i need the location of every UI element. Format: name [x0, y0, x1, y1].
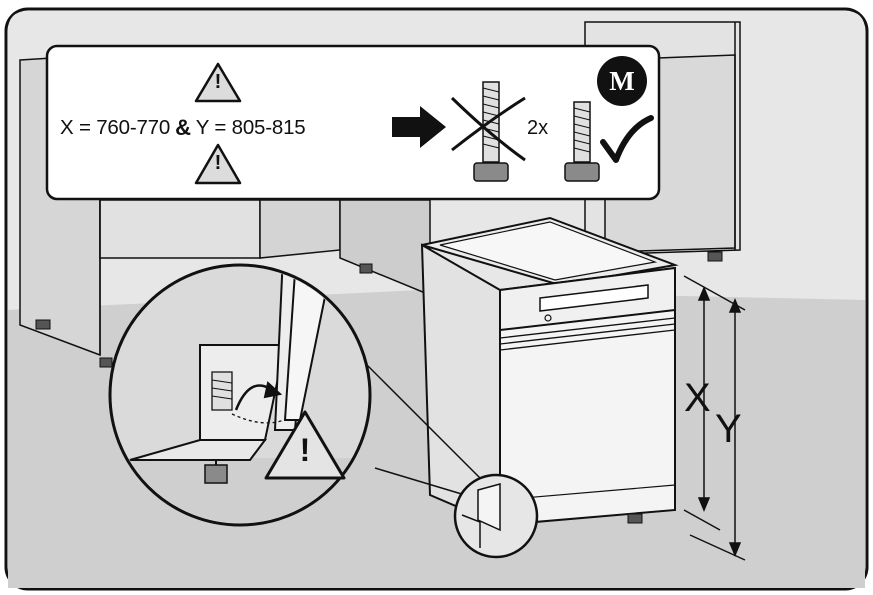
dishwasher [420, 216, 679, 527]
instruction-panel [45, 44, 661, 201]
warning-triangle-icon [194, 143, 242, 185]
dimension-lines [683, 275, 746, 561]
short-foot-icon [564, 101, 600, 182]
dimension-x-label: X [684, 376, 711, 420]
arrow-right-icon [392, 106, 446, 148]
callout-circle-small [453, 473, 539, 559]
long-foot-crossed-icon [450, 81, 526, 182]
quantity-label: 2x [527, 116, 549, 139]
warning-triangle-icon [194, 62, 242, 103]
checkmark-icon [600, 115, 654, 163]
warning-triangle-icon [264, 410, 346, 480]
y-range-text: Y = 805-815 [195, 116, 306, 139]
x-range-text: X = 760-770 [60, 116, 171, 139]
dimension-y-label: Y [715, 407, 742, 451]
brand-logo-icon: M [597, 56, 647, 106]
warning-mark: ! [214, 71, 222, 93]
warning-mark: ! [299, 432, 311, 468]
cabinet-feet [35, 251, 723, 368]
warning-mark: ! [214, 152, 222, 174]
requirement-formula: X = 760-770 & Y = 805-815 [60, 111, 382, 145]
ampersand: & [175, 115, 191, 140]
